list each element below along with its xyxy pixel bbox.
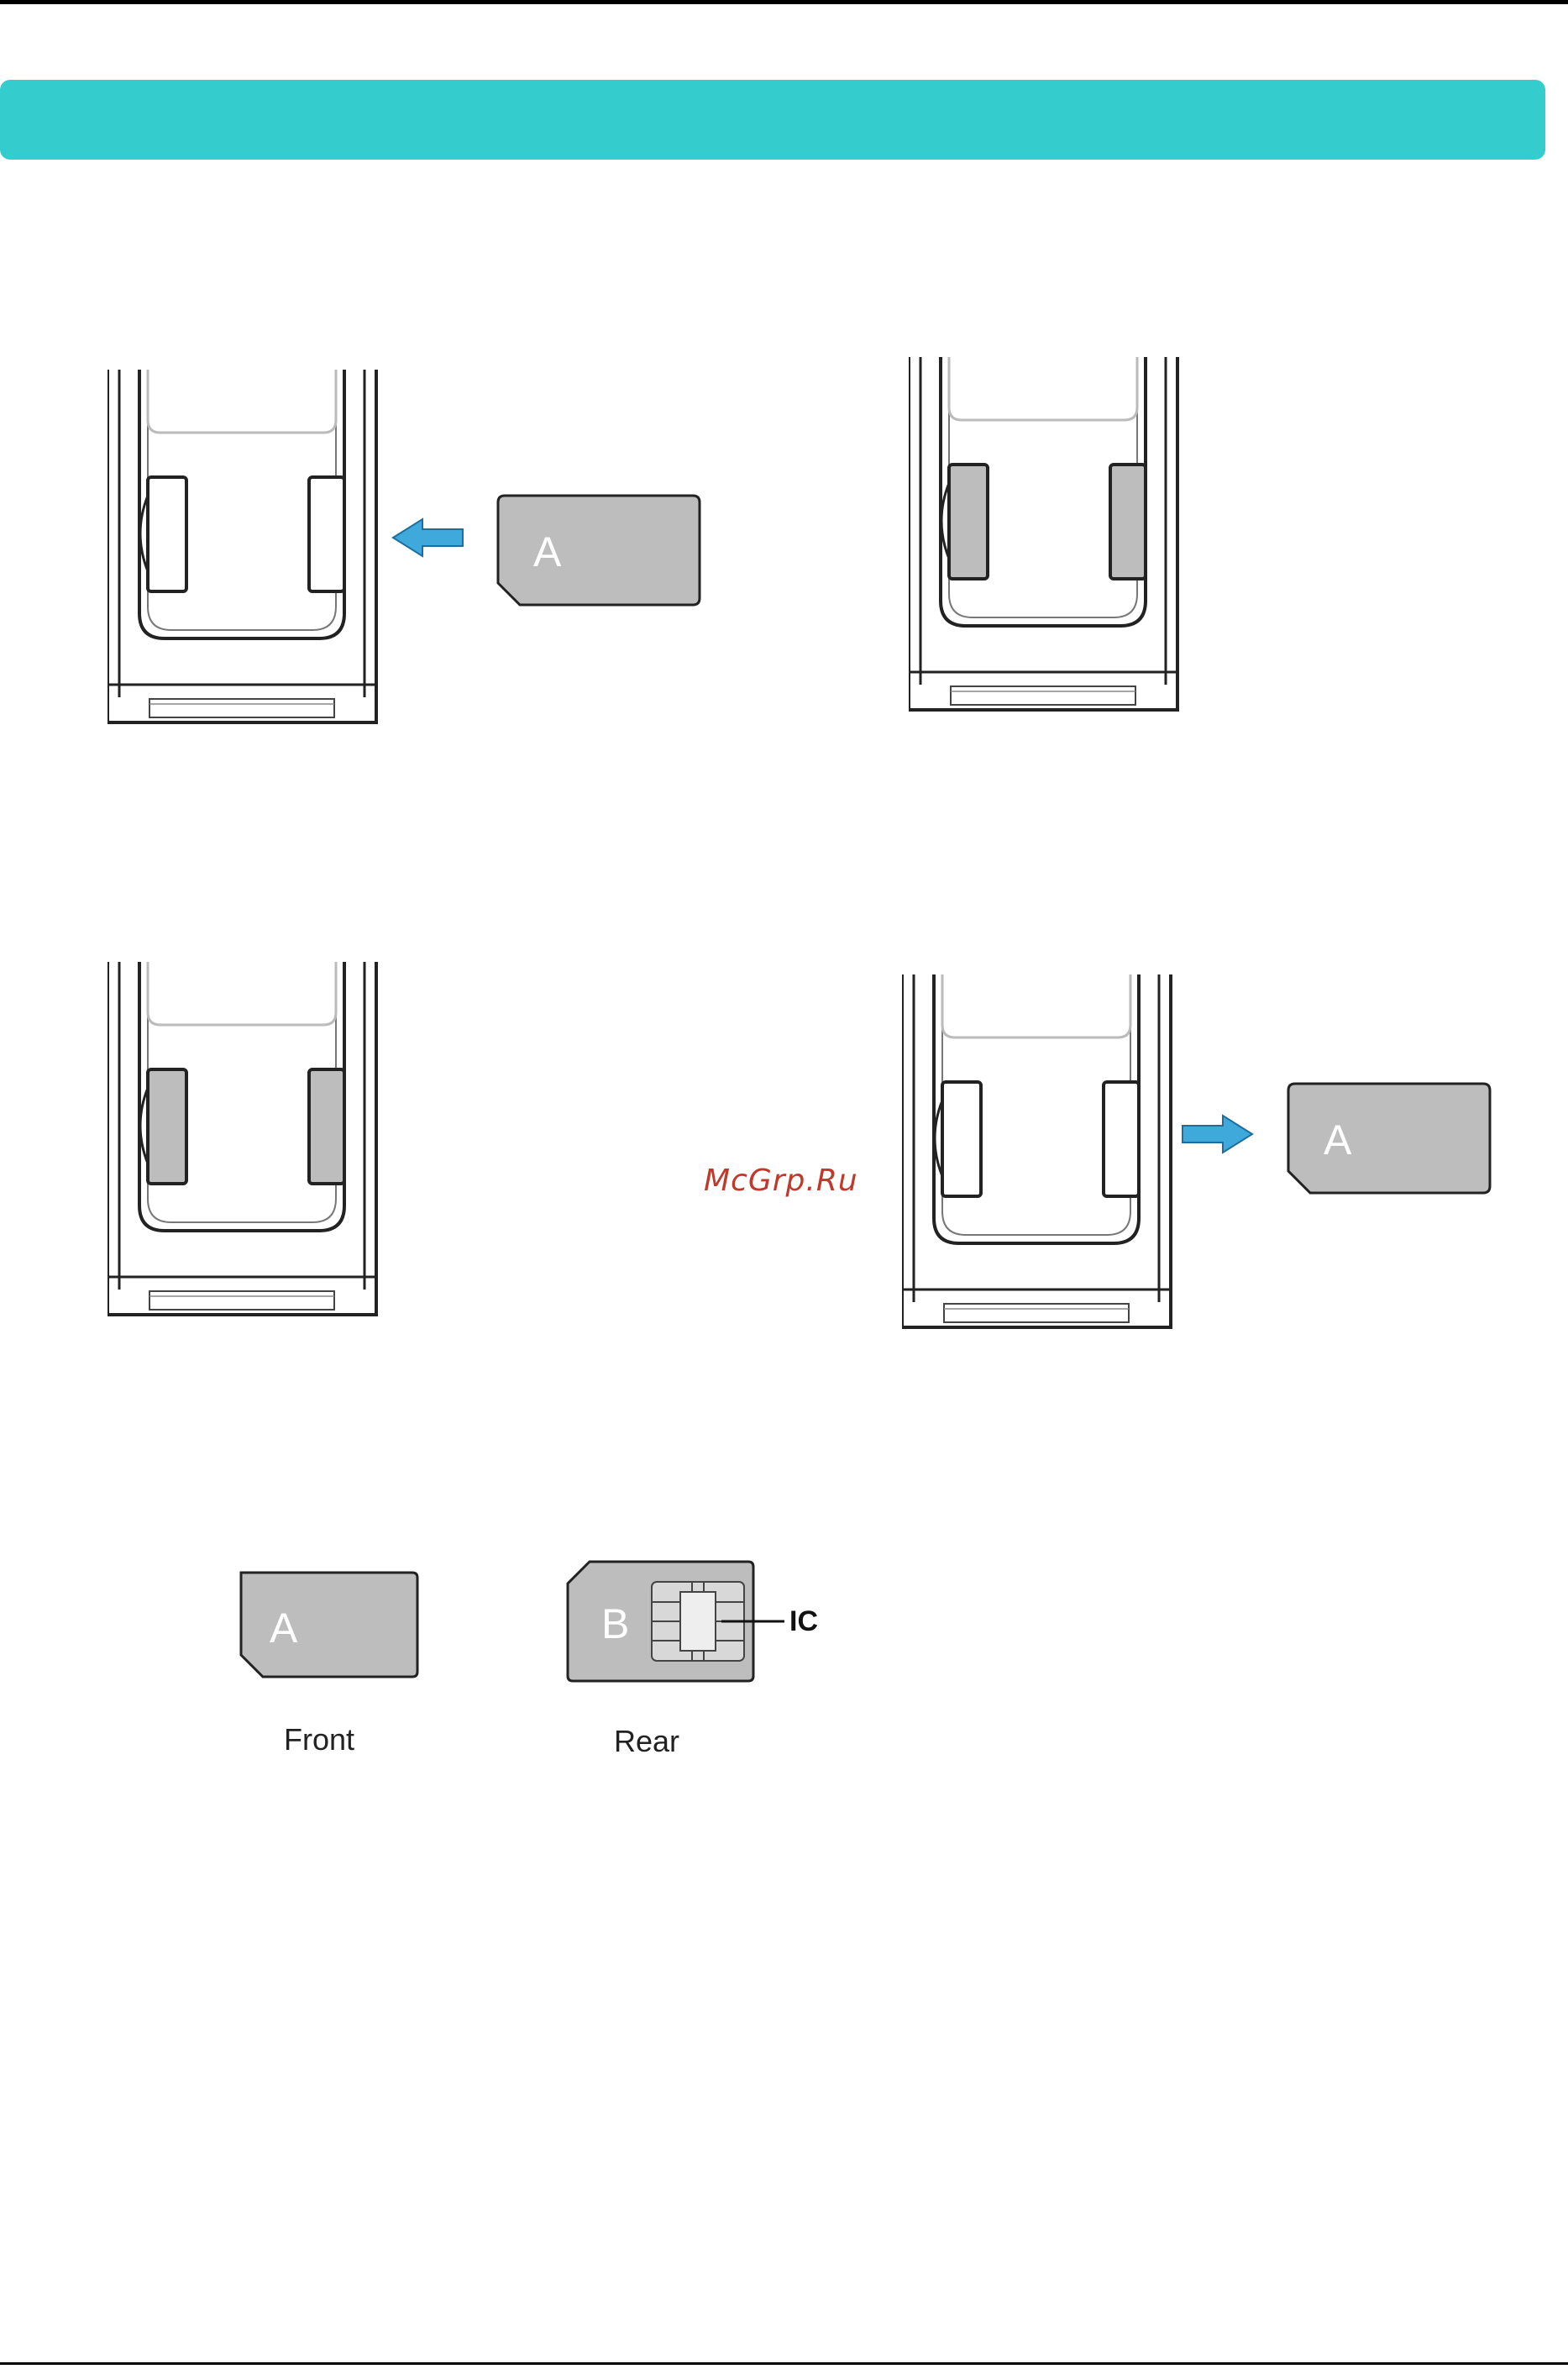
- sim-card-a-removed: A: [1288, 1084, 1490, 1193]
- remove-arrow-icon: [1183, 1116, 1252, 1153]
- top-rule: [0, 0, 1568, 4]
- sim-card-rear: B IC: [564, 1558, 842, 1684]
- rear-caption: Rear: [614, 1724, 679, 1759]
- bottom-rule: [0, 2362, 1568, 2365]
- tray-inserted-figure: [909, 357, 1194, 727]
- rear-card-letter: B: [601, 1600, 629, 1647]
- watermark: McGrp.Ru: [704, 1163, 858, 1198]
- sim-card-front: A: [238, 1569, 422, 1683]
- insert-arrow-icon: [393, 519, 463, 556]
- section-banner: [0, 80, 1545, 160]
- front-card-letter: A: [270, 1605, 298, 1652]
- tray-loaded-figure: [108, 962, 393, 1332]
- tray-insert-figure: A: [108, 370, 712, 731]
- front-caption: Front: [284, 1722, 354, 1757]
- sim-card-letter: A: [1324, 1116, 1352, 1163]
- sim-card-a: A: [498, 496, 700, 605]
- tray-remove-figure: A: [902, 974, 1507, 1336]
- sim-card-letter: A: [533, 528, 562, 575]
- ic-label: IC: [789, 1605, 818, 1637]
